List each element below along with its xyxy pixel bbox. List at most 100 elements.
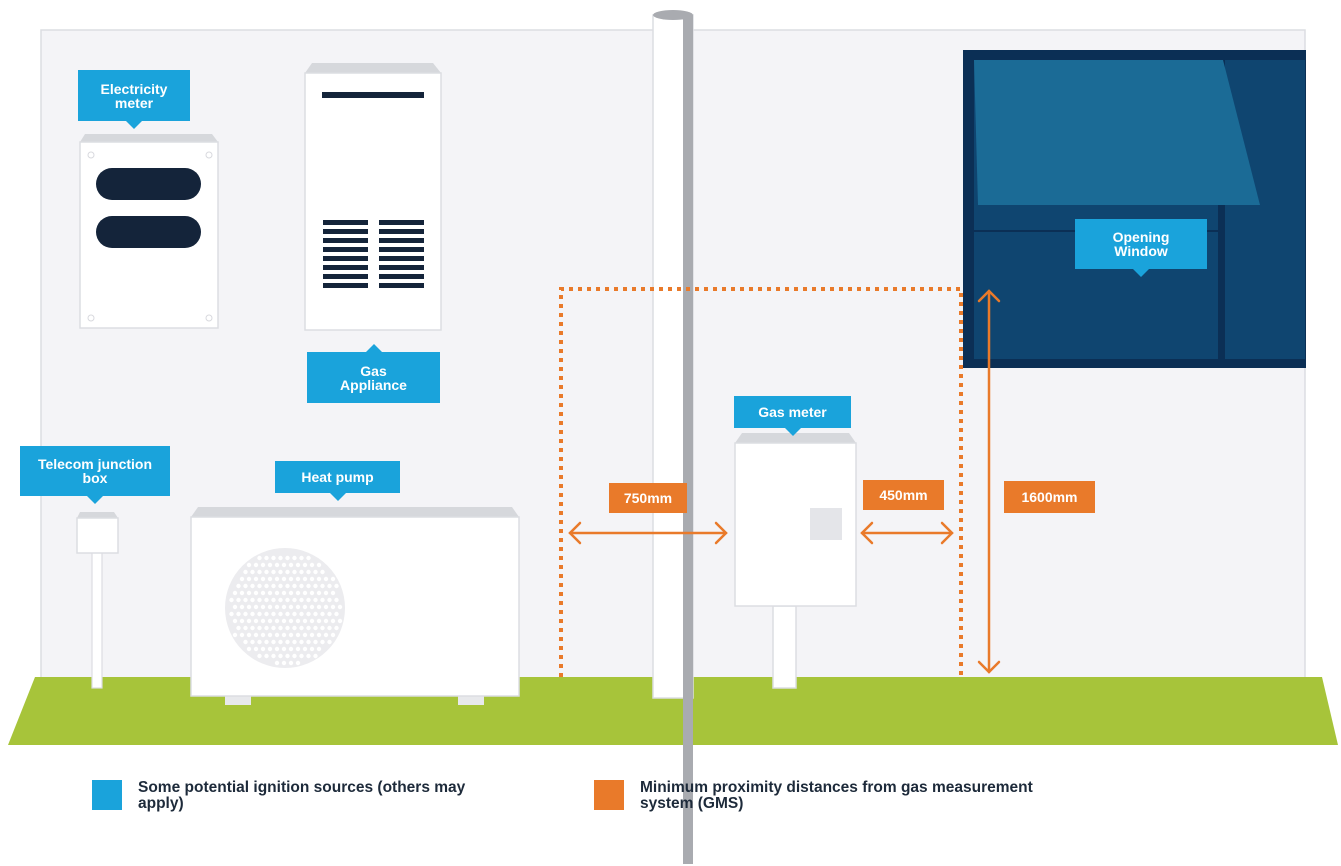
- grille-dot: [285, 611, 290, 617]
- grille-dot: [302, 562, 308, 568]
- grille-dot: [292, 583, 297, 589]
- grille-dot: [281, 618, 287, 624]
- grille-dot: [299, 597, 304, 603]
- vent-slat: [379, 256, 424, 261]
- gas-appliance-vents: [323, 220, 424, 288]
- grille-dot: [302, 632, 308, 638]
- grille-dot: [257, 569, 262, 575]
- grille-dot: [278, 611, 283, 617]
- grille-dot: [299, 653, 304, 659]
- grille-dot: [260, 576, 266, 582]
- distance-arrow-750: [568, 521, 728, 545]
- grille-dot: [320, 639, 325, 645]
- vent-slat: [323, 265, 368, 270]
- legend-swatch-distance: [594, 780, 624, 810]
- vent-slat: [323, 247, 368, 252]
- grille-dot: [257, 583, 262, 589]
- vent-slat: [379, 220, 424, 225]
- grille-dot: [264, 583, 269, 589]
- grille-dot: [278, 583, 283, 589]
- grille-dot: [246, 618, 252, 624]
- grille-dot: [271, 611, 276, 617]
- label-gas-meter: Gas meter: [734, 396, 851, 436]
- grille-dot: [271, 639, 276, 645]
- legend-ignition-text: Some potential ignition sources (others …: [138, 779, 466, 812]
- grille-dot: [306, 555, 311, 561]
- grille-dot: [285, 597, 290, 603]
- grille-dot: [292, 639, 297, 645]
- grille-dot: [295, 590, 301, 596]
- distance-label-1600-text: 1600mm: [1021, 489, 1078, 505]
- vent-slat: [379, 265, 424, 270]
- grille-dot: [267, 646, 273, 652]
- grille-dot: [243, 569, 248, 575]
- grille-dot: [306, 569, 311, 575]
- grille-dot: [285, 639, 290, 645]
- vent-slat: [323, 256, 368, 261]
- grille-dot: [309, 646, 315, 652]
- grille-dot: [320, 611, 325, 617]
- grille-dot: [246, 576, 252, 582]
- grille-dot: [316, 562, 322, 568]
- grille-dot: [292, 611, 297, 617]
- grille-dot: [313, 625, 318, 631]
- grille-dot: [260, 632, 266, 638]
- grille-dot: [253, 646, 259, 652]
- grille-dot: [274, 660, 280, 666]
- grille-dot: [250, 597, 255, 603]
- grille-dot: [232, 632, 238, 638]
- grille-dot: [281, 576, 287, 582]
- grille-dot: [271, 625, 276, 631]
- grille-dot: [295, 576, 301, 582]
- grille-dot: [257, 555, 262, 561]
- distance-arrow-1600: [977, 289, 1001, 674]
- grille-dot: [306, 583, 311, 589]
- grille-dot: [243, 639, 248, 645]
- grille-dot: [271, 555, 276, 561]
- grille-dot: [274, 618, 280, 624]
- grille-dot: [330, 618, 336, 624]
- grille-dot: [250, 639, 255, 645]
- grille-dot: [267, 618, 273, 624]
- grille-dot: [306, 611, 311, 617]
- label-electricity-meter-text: Electricity meter: [100, 80, 168, 111]
- grille-dot: [295, 562, 301, 568]
- grille-dot: [313, 583, 318, 589]
- legend-swatch-ignition: [92, 780, 122, 810]
- grille-dot: [260, 646, 266, 652]
- grille-dot: [250, 569, 255, 575]
- grille-dot: [243, 625, 248, 631]
- grille-dot: [299, 625, 304, 631]
- grille-dot: [288, 604, 294, 610]
- grille-dot: [281, 604, 287, 610]
- label-telecom-junction-box: Telecom junction box: [20, 446, 170, 504]
- distance-label-450-text: 450mm: [879, 487, 928, 503]
- grille-dot: [292, 569, 297, 575]
- grille-dot: [239, 632, 245, 638]
- grille-dot: [313, 639, 318, 645]
- label-gas-meter-text: Gas meter: [758, 404, 827, 420]
- grille-dot: [309, 604, 315, 610]
- grille-dot: [334, 611, 339, 617]
- vent-slat: [379, 229, 424, 234]
- grille-dot: [316, 576, 322, 582]
- grille-dot: [281, 646, 287, 652]
- vent-slat: [323, 283, 368, 288]
- grille-dot: [302, 618, 308, 624]
- grille-dot: [257, 653, 262, 659]
- grille-dot: [330, 590, 336, 596]
- distance-label-1600: 1600mm: [1004, 481, 1095, 513]
- grille-dot: [292, 555, 297, 561]
- grille-dot: [243, 611, 248, 617]
- grille-dot: [246, 604, 252, 610]
- vent-slat: [323, 220, 368, 225]
- grille-dot: [264, 639, 269, 645]
- grille-dot: [232, 618, 238, 624]
- grille-dot: [320, 569, 325, 575]
- grille-dot: [327, 611, 332, 617]
- label-heat-pump-text: Heat pump: [301, 469, 374, 485]
- grille-dot: [302, 576, 308, 582]
- vent-slat: [379, 238, 424, 243]
- grille-dot: [274, 632, 280, 638]
- grille-dot: [327, 597, 332, 603]
